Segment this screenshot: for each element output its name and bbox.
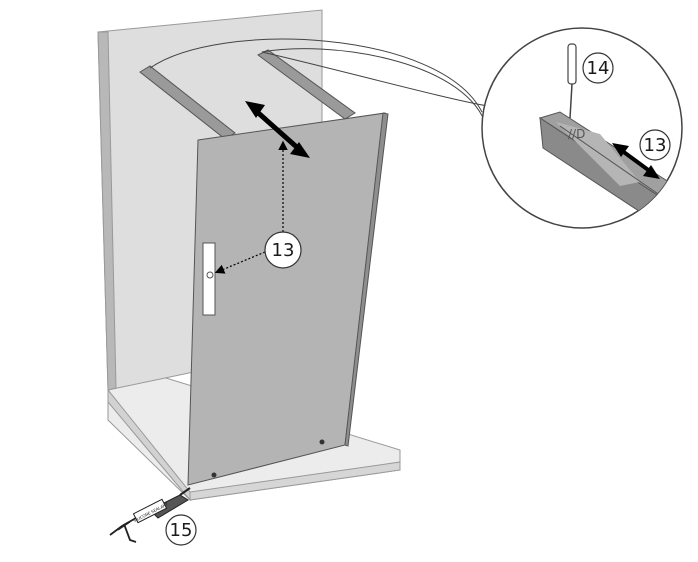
screwdriver-icon <box>567 43 577 119</box>
door-panel <box>187 112 389 486</box>
detail-magnifier: //D <box>481 27 683 229</box>
slide-double-arrow <box>245 101 310 158</box>
svg-text://D: //D <box>568 127 585 141</box>
top-rails <box>139 49 356 140</box>
callout-13-door: 13 <box>264 231 302 269</box>
door-handle <box>202 242 216 316</box>
detail-connector-lines <box>149 38 489 123</box>
callout-13-leaders <box>214 140 288 274</box>
callout-14-label: 14 <box>587 58 610 79</box>
callout-13-detail: 13 <box>639 129 671 161</box>
callout-13-detail-label: 13 <box>644 135 667 156</box>
callout-14: 14 <box>582 52 614 84</box>
callout-13-door-label: 13 <box>272 240 295 261</box>
callout-15-label: 15 <box>170 520 193 541</box>
detail-double-arrow <box>612 143 660 179</box>
callout-15: 15 <box>165 514 197 546</box>
